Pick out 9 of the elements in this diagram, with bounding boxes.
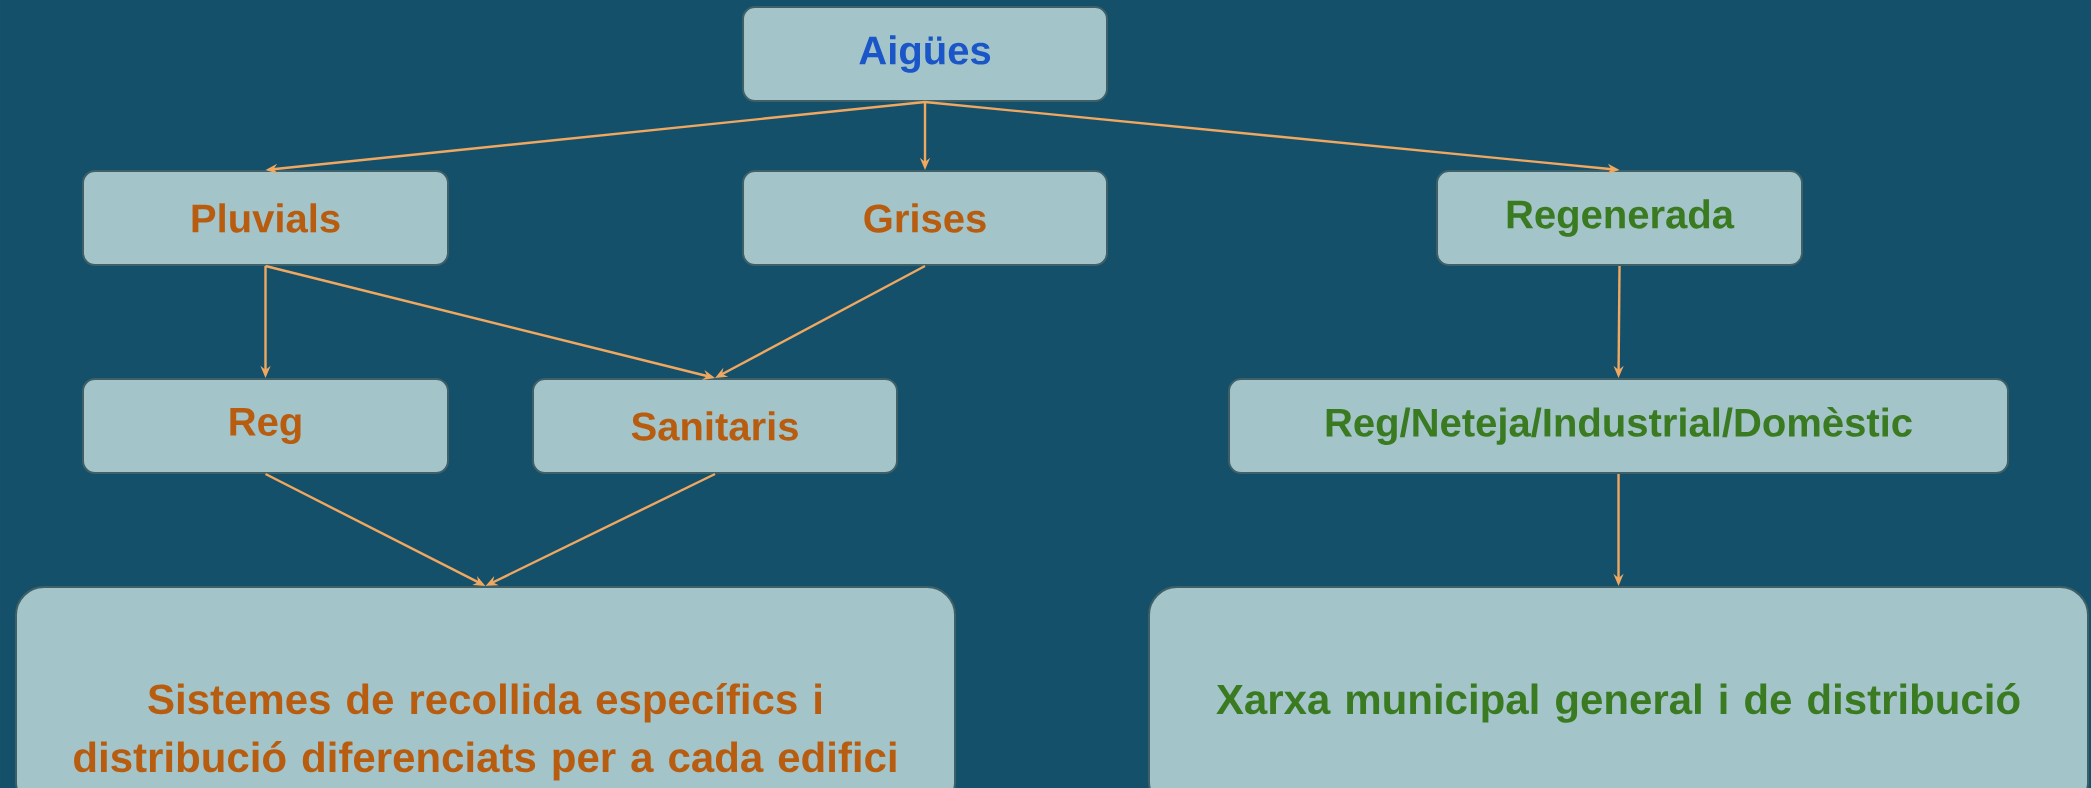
process-box: Regenerada [1436, 170, 1803, 266]
process-box: Aigües [742, 6, 1108, 102]
process-box: Reg/Neteja/Industrial/Domèstic [1228, 378, 2009, 474]
process-box: Reg [82, 378, 449, 474]
process-box: Sanitaris [532, 378, 898, 474]
process-box: Sistemes de recollida específics i distribució diferenciats per a cada edifici [15, 586, 956, 788]
process-box: Xarxa municipal general i de distribució [1148, 586, 2090, 788]
process-box: Pluvials [82, 170, 449, 266]
process-box: Grises [742, 170, 1108, 266]
